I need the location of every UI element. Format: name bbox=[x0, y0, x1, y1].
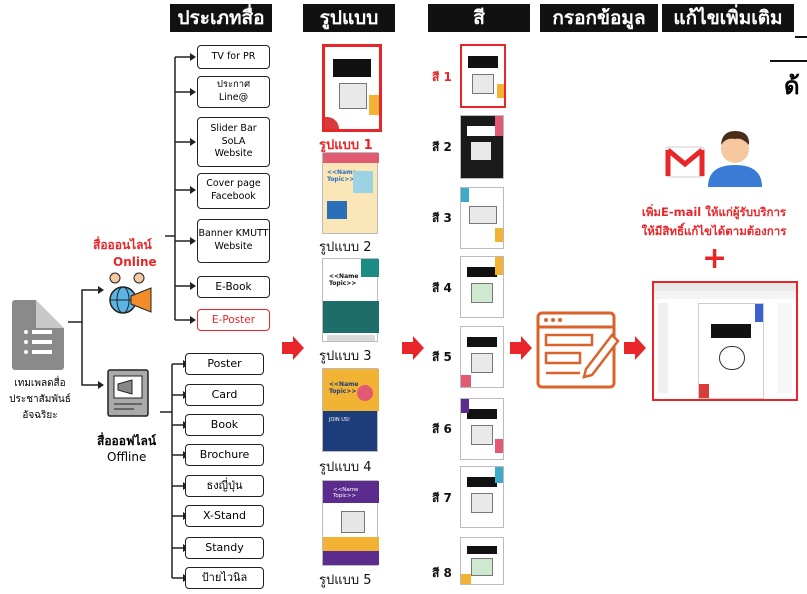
offline-item-xstand[interactable]: X-Stand bbox=[185, 505, 264, 527]
gmail-icon bbox=[665, 146, 705, 178]
header-fill-info: กรอกข้อมูล bbox=[540, 4, 658, 32]
color-label-4: สี 4 bbox=[432, 281, 452, 295]
color-label-8: สี 8 bbox=[432, 566, 452, 580]
color-label-5: สี 5 bbox=[432, 350, 452, 364]
format-thumb-3[interactable]: <<Name Topic>> bbox=[322, 258, 379, 342]
globe-megaphone-icon bbox=[101, 270, 161, 320]
color-label-3: สี 3 bbox=[432, 211, 452, 225]
source-label: เทมเพลดสื่อ ประชาสัมพันธ์ อัจฉริยะ bbox=[9, 378, 71, 421]
plus-sign: + bbox=[702, 241, 728, 276]
corner-text: ด้ bbox=[784, 72, 800, 100]
online-label-th: สื่อออนไลน์ bbox=[93, 238, 152, 252]
format-label-2: รูปแบบ 2 bbox=[319, 240, 372, 255]
color-label-1: สี 1 bbox=[432, 70, 452, 84]
user-avatar-icon bbox=[702, 125, 768, 187]
online-item-cover-page[interactable]: Cover page Facebook bbox=[197, 173, 270, 209]
header-format: รูปแบบ bbox=[303, 4, 395, 32]
online-item-slider-bar[interactable]: Slider Bar SoLA Website bbox=[197, 117, 270, 167]
color-thumb-5[interactable] bbox=[460, 326, 504, 388]
online-item-tv-for-pr[interactable]: TV for PR bbox=[197, 45, 270, 69]
offline-item-flag[interactable]: ธงญี่ปุ่น bbox=[185, 475, 264, 497]
color-label-2: สี 2 bbox=[432, 140, 452, 154]
header-edit: แก้ไขเพิ่มเติม bbox=[662, 4, 794, 32]
offline-item-card[interactable]: Card bbox=[185, 384, 264, 406]
online-item-eposter[interactable]: E-Poster bbox=[197, 309, 270, 331]
color-thumb-2[interactable] bbox=[460, 115, 504, 179]
format-thumb-2[interactable]: <<Name Topic>> bbox=[322, 152, 379, 234]
online-label-en: Online bbox=[113, 255, 157, 269]
header-media-type: ประเภทสื่อ bbox=[170, 4, 272, 32]
poster-megaphone-icon bbox=[104, 368, 154, 420]
offline-item-vinyl[interactable]: ป้ายไวนิล bbox=[185, 567, 264, 589]
color-thumb-4[interactable] bbox=[460, 256, 504, 318]
format-label-5: รูปแบบ 5 bbox=[319, 573, 372, 588]
color-thumb-8[interactable] bbox=[460, 537, 504, 585]
color-thumb-3[interactable] bbox=[460, 187, 504, 249]
format-label-3: รูปแบบ 3 bbox=[319, 349, 372, 364]
header-underline bbox=[795, 36, 807, 38]
format-label-1: รูปแบบ 1 bbox=[319, 138, 373, 153]
online-item-ebook[interactable]: E-Book bbox=[197, 276, 270, 298]
document-template-icon bbox=[12, 300, 64, 370]
offline-label-en: Offline bbox=[107, 450, 147, 464]
color-thumb-1[interactable] bbox=[460, 44, 506, 108]
online-item-line[interactable]: ประกาศ Line@ bbox=[197, 76, 270, 108]
offline-item-book[interactable]: Book bbox=[185, 414, 264, 436]
header-color: สี bbox=[428, 4, 530, 32]
format-thumb-5[interactable]: <<Name Topic>> bbox=[322, 480, 379, 566]
format-label-4: รูปแบบ 4 bbox=[319, 460, 372, 475]
offline-item-standy[interactable]: Standy bbox=[185, 537, 264, 559]
format-thumb-1[interactable] bbox=[322, 44, 382, 132]
color-thumb-7[interactable] bbox=[460, 466, 504, 528]
color-thumb-6[interactable] bbox=[460, 398, 504, 460]
edited-template-preview bbox=[652, 281, 798, 401]
offline-item-poster[interactable]: Poster bbox=[185, 353, 264, 375]
format-thumb-4[interactable]: <<Name Topic>> JOIN US! bbox=[322, 368, 379, 452]
email-note: เพิ่มE-mail ให้แก่ผู้รับบริการ ให้มีสิทธ… bbox=[641, 205, 787, 238]
header-underline-2 bbox=[770, 60, 807, 62]
offline-label-th: สื่อออฟไลน์ bbox=[97, 434, 157, 448]
color-label-6: สี 6 bbox=[432, 422, 452, 436]
online-item-banner[interactable]: Banner KMUTT Website bbox=[197, 219, 270, 263]
form-edit-icon bbox=[534, 307, 620, 393]
offline-item-brochure[interactable]: Brochure bbox=[185, 444, 264, 466]
color-label-7: สี 7 bbox=[432, 491, 452, 505]
